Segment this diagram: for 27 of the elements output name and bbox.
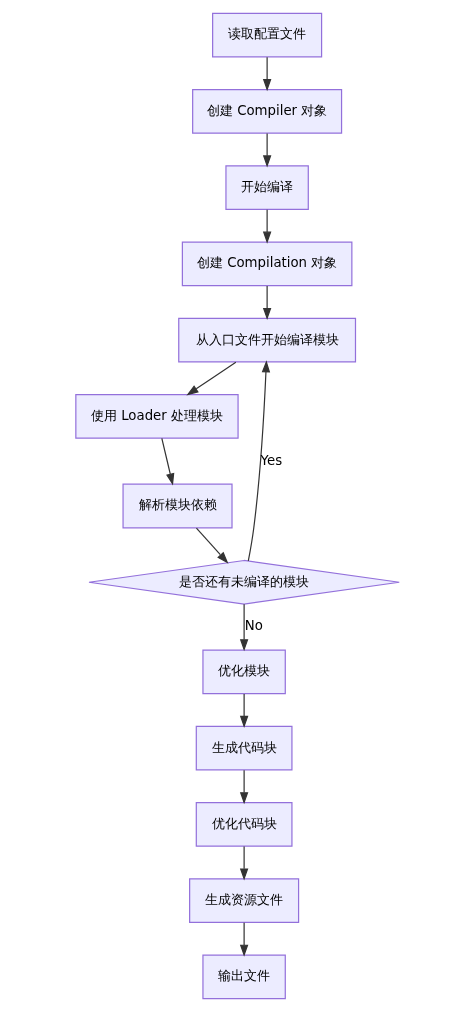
arrow (185, 361, 236, 396)
node-box: 输出文件 (201, 954, 286, 1000)
arrow (239, 922, 248, 957)
node-box: 创建 Compilation 对象 (181, 241, 352, 287)
node-box: 解析模块依赖 (121, 483, 233, 529)
node-box: 生成资源文件 (188, 878, 299, 924)
node-box: 生成代码块 (195, 725, 293, 771)
edge-label: No (244, 618, 263, 634)
arrow (239, 769, 248, 805)
arrow (262, 56, 271, 92)
arrow (195, 527, 228, 564)
node-box: 创建 Compiler 对象 (191, 88, 342, 134)
arrow (262, 132, 271, 168)
node-box: 使用 Loader 处理模块 (74, 394, 239, 439)
node-box: 从入口文件开始编译模块 (177, 317, 356, 363)
node-diamond: 是否还有未编译的模块 (87, 559, 400, 605)
arrow (239, 845, 248, 881)
arrow (160, 437, 174, 486)
arrow (239, 603, 248, 652)
arrow (262, 209, 271, 244)
node-box: 优化代码块 (195, 802, 293, 847)
node-box: 开始编译 (224, 165, 309, 210)
node-box: 读取配置文件 (211, 12, 322, 58)
arrow (239, 693, 248, 728)
arrow (262, 285, 271, 320)
arrow (247, 360, 270, 562)
node-box: 优化模块 (201, 649, 286, 695)
